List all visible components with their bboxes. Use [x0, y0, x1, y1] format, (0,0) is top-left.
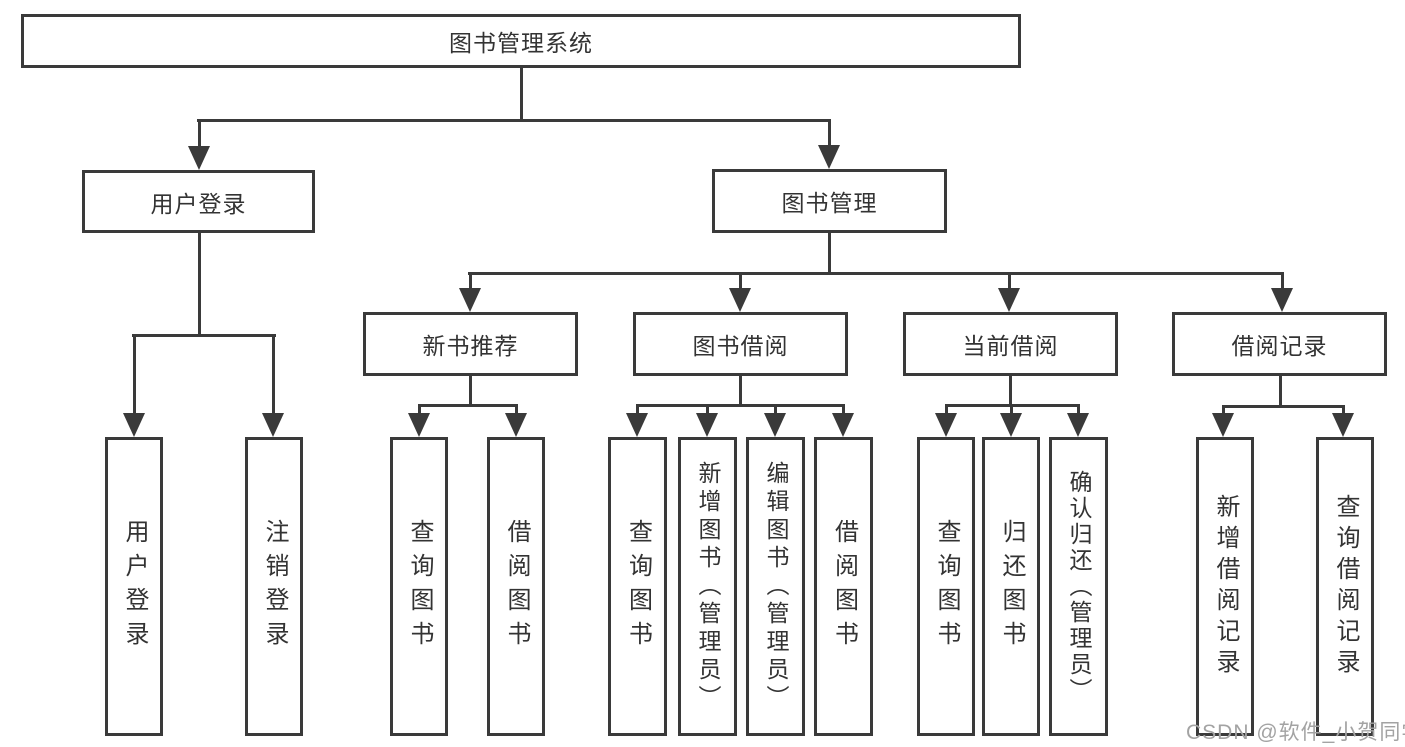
connector-line [1279, 376, 1282, 407]
connector-arrow [1271, 288, 1293, 312]
connector-line [133, 334, 136, 419]
connector-arrow [188, 146, 210, 170]
connector-line [636, 404, 845, 407]
connector-line [198, 233, 201, 337]
connector-arrow [123, 413, 145, 437]
connector-arrow [729, 288, 751, 312]
connector-line [272, 334, 275, 419]
connector-arrow [459, 288, 481, 312]
connector-line [197, 119, 831, 122]
connector-line [198, 119, 201, 152]
connector-arrow [1212, 413, 1234, 437]
connector-line [1281, 272, 1284, 292]
leaf-query-borrow-record: 查询借阅记录 [1316, 437, 1374, 736]
leaf-confirm-return-admin: 确认归还（管理员） [1049, 437, 1108, 736]
connector-line [1009, 376, 1012, 406]
connector-line [1222, 405, 1225, 419]
connector-line [1008, 272, 1011, 292]
connector-arrow [832, 413, 854, 437]
connector-arrow [1332, 413, 1354, 437]
connector-line [132, 334, 276, 337]
connector-arrow [998, 288, 1020, 312]
connector-line [469, 376, 472, 406]
leaf-logout: 注销登录 [245, 437, 303, 736]
connector-arrow [505, 413, 527, 437]
leaf-query-books-borrow: 查询图书 [608, 437, 667, 736]
connector-arrow [408, 413, 430, 437]
connector-arrow [626, 413, 648, 437]
connector-arrow [262, 413, 284, 437]
connector-arrow [696, 413, 718, 437]
connector-line [515, 404, 518, 419]
leaf-user-login: 用户登录 [105, 437, 163, 736]
connector-arrow [1067, 413, 1089, 437]
leaf-query-books-current: 查询图书 [917, 437, 975, 736]
node-library-system: 图书管理系统 [21, 14, 1021, 68]
connector-arrow [818, 145, 840, 169]
connector-line [418, 404, 518, 407]
node-new-book-recommend: 新书推荐 [363, 312, 578, 376]
connector-line [1222, 405, 1345, 408]
connector-line [739, 272, 742, 292]
node-borrow-record: 借阅记录 [1172, 312, 1387, 376]
leaf-return-book: 归还图书 [982, 437, 1040, 736]
connector-line [469, 272, 472, 292]
connector-line [418, 404, 421, 419]
connector-line [1077, 404, 1080, 419]
connector-line [636, 404, 639, 419]
connector-line [1010, 404, 1013, 419]
connector-line [468, 272, 1284, 275]
connector-line [828, 233, 831, 275]
leaf-add-borrow-record: 新增借阅记录 [1196, 437, 1254, 736]
csdn-watermark: CSDN @软件_小贺同学 [1186, 721, 1405, 744]
connector-line [1342, 405, 1345, 419]
leaf-borrow-books-recommend: 借阅图书 [487, 437, 545, 736]
connector-line [520, 68, 523, 121]
leaf-query-books-recommend: 查询图书 [390, 437, 448, 736]
leaf-add-book-admin: 新增图书（管理员） [678, 437, 737, 736]
node-book-management: 图书管理 [712, 169, 947, 233]
leaf-borrow-books: 借阅图书 [814, 437, 873, 736]
connector-line [842, 404, 845, 419]
connector-arrow [1000, 413, 1022, 437]
connector-line [774, 404, 777, 419]
connector-line [739, 376, 742, 406]
node-book-borrow: 图书借阅 [633, 312, 848, 376]
connector-arrow [764, 413, 786, 437]
leaf-edit-book-admin: 编辑图书（管理员） [746, 437, 805, 736]
node-current-borrow: 当前借阅 [903, 312, 1118, 376]
connector-line [945, 404, 948, 419]
node-user-login: 用户登录 [82, 170, 315, 233]
connector-line [828, 119, 831, 151]
connector-arrow [935, 413, 957, 437]
connector-line [706, 404, 709, 419]
